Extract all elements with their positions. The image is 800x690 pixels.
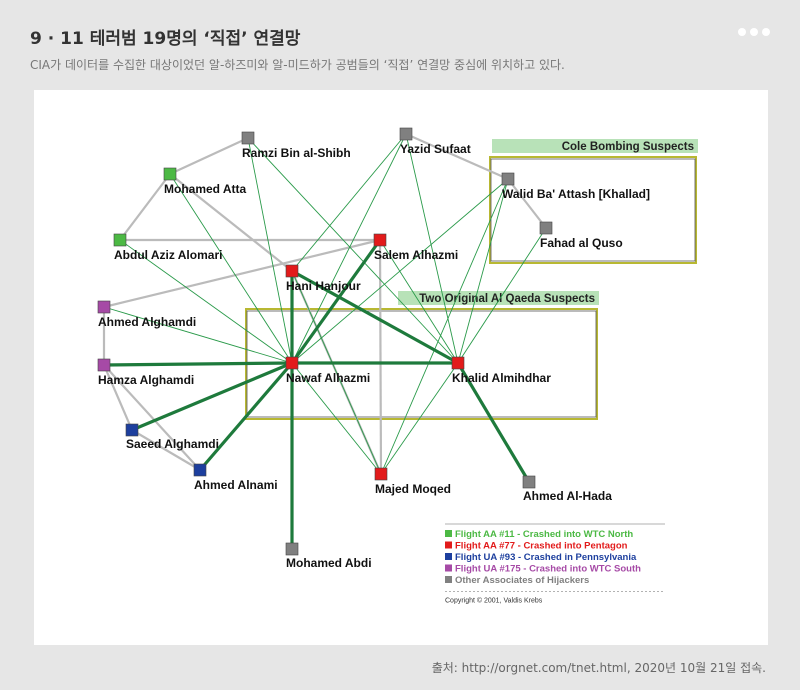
node-khalid[interactable] xyxy=(451,356,465,370)
edge-salem-majed xyxy=(378,239,383,475)
node-hada[interactable] xyxy=(522,475,536,489)
dot xyxy=(750,28,758,36)
node-label-alnami: Ahmed Alnami xyxy=(194,478,278,492)
source-caption: 출처: http://orgnet.com/tnet.html, 2020년 1… xyxy=(431,661,766,675)
edge-nawaf-salem xyxy=(290,239,382,364)
edge-khalid-fahad xyxy=(457,227,547,364)
edge-nawaf-majed xyxy=(291,362,382,475)
edge-saeed-alnami xyxy=(131,429,201,471)
edge-nawaf-hamza xyxy=(103,361,293,367)
node-label-salem: Salem Alhazmi xyxy=(374,248,458,262)
legend-label-ua175: Flight UA #175 - Crashed into WTC South xyxy=(455,564,641,575)
node-label-khalid: Khalid Almihdhar xyxy=(452,371,551,385)
node-fahad[interactable] xyxy=(539,221,553,235)
legend: Flight AA #11 - Crashed into WTC NorthFl… xyxy=(445,523,665,605)
group-label-bg-aq xyxy=(398,291,599,305)
node-label-hani: Hani Hanjour xyxy=(286,279,361,293)
node-label-hamza: Hamza Alghamdi xyxy=(98,373,194,387)
page-title: 9 · 11 테러범 19명의 ‘직접’ 연결망 xyxy=(30,29,301,49)
node-label-hada: Ahmed Al-Hada xyxy=(523,489,612,503)
node-label-saeed: Saeed Alghamdi xyxy=(126,437,219,451)
edge-walid-fahad xyxy=(507,178,547,229)
edge-nawaf-saeed xyxy=(131,361,293,432)
node-label-fahad: Fahad al Quso xyxy=(540,236,623,250)
legend-label-ua93: Flight UA #93 - Crashed in Pennsylvania xyxy=(455,552,637,563)
legend-label-aa11: Flight AA #11 - Crashed into WTC North xyxy=(455,529,633,540)
edge-khalid-majed xyxy=(380,362,459,475)
page-subtitle: CIA가 데이터를 수집한 대상이었던 알-하즈미와 알-미드하가 공범들의 ‘… xyxy=(30,58,565,72)
edge-khalid-salem xyxy=(379,239,459,364)
edge-khalid-hada xyxy=(456,362,531,483)
edge-khalid-ramzi xyxy=(247,137,459,364)
node-atta[interactable] xyxy=(163,167,177,181)
edge-khalid-hani xyxy=(291,269,459,365)
edge-nawaf-alomari xyxy=(119,239,293,364)
node-abdi[interactable] xyxy=(285,542,299,556)
node-salem[interactable] xyxy=(373,233,387,247)
node-ahmedg[interactable] xyxy=(97,300,111,314)
dot xyxy=(738,28,746,36)
edge-yazid-walid xyxy=(405,132,509,181)
edge-ahmedg-salem xyxy=(103,238,381,309)
legend-swatch-ua93 xyxy=(445,553,452,560)
edge-nawaf-ahmedg xyxy=(103,306,293,364)
node-label-majed: Majed Moqed xyxy=(375,482,451,496)
node-label-atta: Mohamed Atta xyxy=(164,182,247,196)
edge-nawaf-yazid xyxy=(291,133,407,364)
node-label-ahmedg: Ahmed Alghamdi xyxy=(98,315,196,329)
group-label-bg-cole xyxy=(492,139,698,153)
node-nawaf[interactable] xyxy=(285,356,299,370)
more-dots-icon[interactable] xyxy=(738,28,770,36)
node-alomari[interactable] xyxy=(113,233,127,247)
legend-swatch-other xyxy=(445,576,452,583)
node-saeed[interactable] xyxy=(125,423,139,437)
dot xyxy=(762,28,770,36)
edge-nawaf-ramzi xyxy=(247,137,293,364)
edge-atta-hani xyxy=(169,173,293,272)
legend-swatch-ua175 xyxy=(445,564,452,572)
legend-swatch-aa77 xyxy=(445,541,452,549)
edge-hamza-alnami xyxy=(103,364,201,471)
node-yazid[interactable] xyxy=(399,127,413,141)
edge-ramzi-atta xyxy=(169,137,249,175)
node-ramzi[interactable] xyxy=(241,131,255,145)
edge-nawaf-atta xyxy=(169,173,293,364)
copyright-text: Copyright © 2001, Valdis Krebs xyxy=(445,597,543,605)
edge-atta-alomari xyxy=(119,173,171,241)
node-label-ramzi: Ramzi Bin al-Shibh xyxy=(242,146,351,160)
edge-majed-walid xyxy=(380,178,509,475)
node-walid[interactable] xyxy=(501,172,515,186)
node-majed[interactable] xyxy=(374,467,388,481)
edge-hamza-saeed xyxy=(102,364,134,431)
legend-label-other: Other Associates of Hijackers xyxy=(455,575,589,586)
node-alnami[interactable] xyxy=(193,463,207,477)
legend-swatch-aa11 xyxy=(445,530,452,537)
node-label-nawaf: Nawaf Alhazmi xyxy=(286,371,370,385)
edge-khalid-yazid xyxy=(405,133,459,364)
edge-majed-hani xyxy=(291,270,382,475)
group-box-cole xyxy=(489,156,697,264)
network-edges xyxy=(102,132,547,549)
node-hamza[interactable] xyxy=(97,358,111,372)
group-box-inner-cole xyxy=(490,158,696,262)
group-label-cole: Cole Bombing Suspects xyxy=(562,141,694,153)
edge-khalid-walid xyxy=(457,178,509,364)
node-hani[interactable] xyxy=(285,264,299,278)
edge-nawaf-alnami xyxy=(198,361,294,472)
node-label-walid: Walid Ba' Attash [Khallad] xyxy=(502,187,650,201)
legend-label-aa77: Flight AA #77 - Crashed into Pentagon xyxy=(455,541,628,552)
node-label-abdi: Mohamed Abdi xyxy=(286,556,372,570)
edge-yazid-hani xyxy=(291,133,407,272)
group-label-aq: Two Original Al Qaeda Suspects xyxy=(419,293,595,305)
node-label-yazid: Yazid Sufaat xyxy=(400,142,471,156)
node-label-alomari: Abdul Aziz Alomari xyxy=(114,248,222,262)
